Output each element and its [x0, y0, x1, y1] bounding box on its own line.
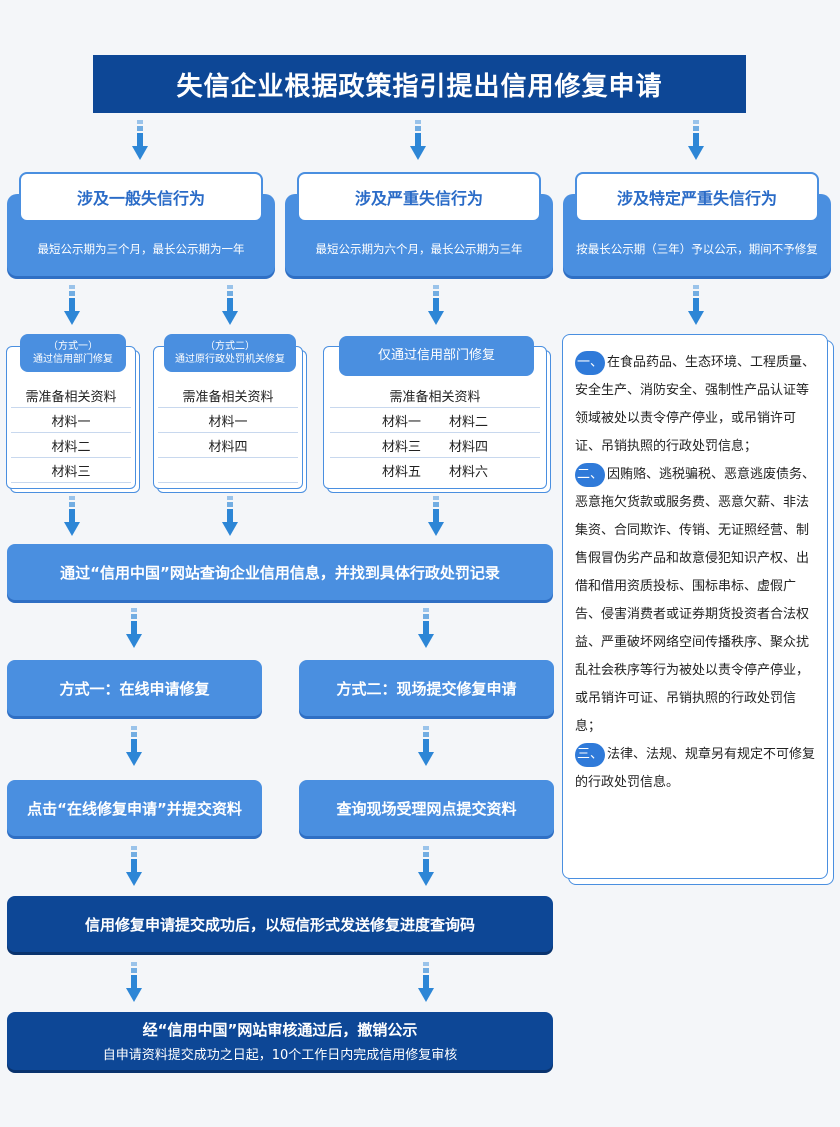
flow-arrow-icon [428, 285, 444, 327]
flow-arrow-icon [126, 846, 142, 888]
flow-arrow-icon [410, 120, 426, 162]
card-b-item: 材料一 [158, 408, 298, 433]
category-general-label: 涉及一般失信行为 [19, 172, 263, 222]
card-c-item-row: 材料五材料六 [381, 464, 489, 480]
category-serious-desc: 最短公示期为六个月，最长公示期为三年 [315, 242, 523, 256]
flow-arrow-icon [418, 608, 434, 650]
card-a-item: 材料三 [11, 458, 131, 483]
card-a-rows: 需准备相关资料 材料一 材料二 材料三 [11, 383, 131, 483]
exception-panel: 一、在食品药品、生态环境、工程质量、安全生产、消防安全、强制性产品认证等领域被处… [562, 334, 828, 879]
exception-num: 二、 [575, 462, 605, 487]
step-click-submit: 点击“在线修复申请”并提交资料 [7, 780, 262, 836]
card-c-item-row: 材料一材料二 [330, 408, 540, 433]
card-b-rows: 需准备相关资料 材料一 材料四 [158, 383, 298, 483]
card-b-tag: （方式二）通过原行政处罚机关修复 [164, 334, 296, 372]
card-c-rows: 需准备相关资料 材料一材料二 材料三材料四 材料五材料六 [330, 383, 540, 482]
flow-arrow-icon [64, 496, 80, 538]
step-final: 经“信用中国”网站审核通过后，撤销公示 自申请资料提交成功之日起，10个工作日内… [7, 1012, 553, 1070]
page-title: 失信企业根据政策指引提出信用修复申请 [93, 55, 746, 113]
step-onsite-submit: 查询现场受理网点提交资料 [299, 780, 554, 836]
flow-arrow-icon [126, 962, 142, 1004]
category-specific-label: 涉及特定严重失信行为 [575, 172, 819, 222]
step-onsite: 方式二：现场提交修复申请 [299, 660, 554, 716]
step-final-sub: 自申请资料提交成功之日起，10个工作日内完成信用修复审核 [102, 1048, 458, 1063]
flow-arrow-icon [132, 120, 148, 162]
flow-arrow-icon [222, 285, 238, 327]
card-b-empty-row [158, 458, 298, 483]
card-b-header: 需准备相关资料 [158, 383, 298, 408]
flow-arrow-icon [428, 496, 444, 538]
step-query: 通过“信用中国”网站查询企业信用信息，并找到具体行政处罚记录 [7, 544, 553, 600]
flow-arrow-icon [688, 120, 704, 162]
exception-item: 一、在食品药品、生态环境、工程质量、安全生产、消防安全、强制性产品认证等领域被处… [575, 349, 815, 461]
flow-arrow-icon [126, 726, 142, 768]
card-a-header: 需准备相关资料 [11, 383, 131, 408]
card-a-item: 材料二 [11, 433, 131, 458]
flow-arrow-icon [418, 962, 434, 1004]
category-serious-label: 涉及严重失信行为 [297, 172, 541, 222]
exception-item: 二、因贿赂、逃税骗税、恶意逃废债务、恶意拖欠货款或服务费、恶意欠薪、非法集资、合… [575, 461, 815, 741]
flow-arrow-icon [126, 608, 142, 650]
flow-arrow-icon [222, 496, 238, 538]
step-final-main: 经“信用中国”网站审核通过后，撤销公示 [142, 1021, 418, 1039]
flow-arrow-icon [688, 285, 704, 327]
flow-arrow-icon [418, 846, 434, 888]
card-b-item: 材料四 [158, 433, 298, 458]
card-c-header: 需准备相关资料 [330, 383, 540, 408]
step-sms: 信用修复申请提交成功后，以短信形式发送修复进度查询码 [7, 896, 553, 952]
card-c-item-row: 材料三材料四 [330, 433, 540, 458]
category-general-desc: 最短公示期为三个月，最长公示期为一年 [37, 242, 245, 256]
card-a-tag: （方式一）通过信用部门修复 [20, 334, 126, 372]
flow-arrow-icon [64, 285, 80, 327]
exception-num: 三、 [575, 742, 605, 767]
category-specific-desc: 按最长公示期（三年）予以公示，期间不予修复 [576, 242, 818, 256]
flow-arrow-icon [418, 726, 434, 768]
card-a-item: 材料一 [11, 408, 131, 433]
card-c-tag: 仅通过信用部门修复 [339, 336, 534, 376]
step-online: 方式一：在线申请修复 [7, 660, 262, 716]
exception-item: 三、法律、法规、规章另有规定不可修复的行政处罚信息。 [575, 741, 815, 797]
exception-num: 一、 [575, 350, 605, 375]
